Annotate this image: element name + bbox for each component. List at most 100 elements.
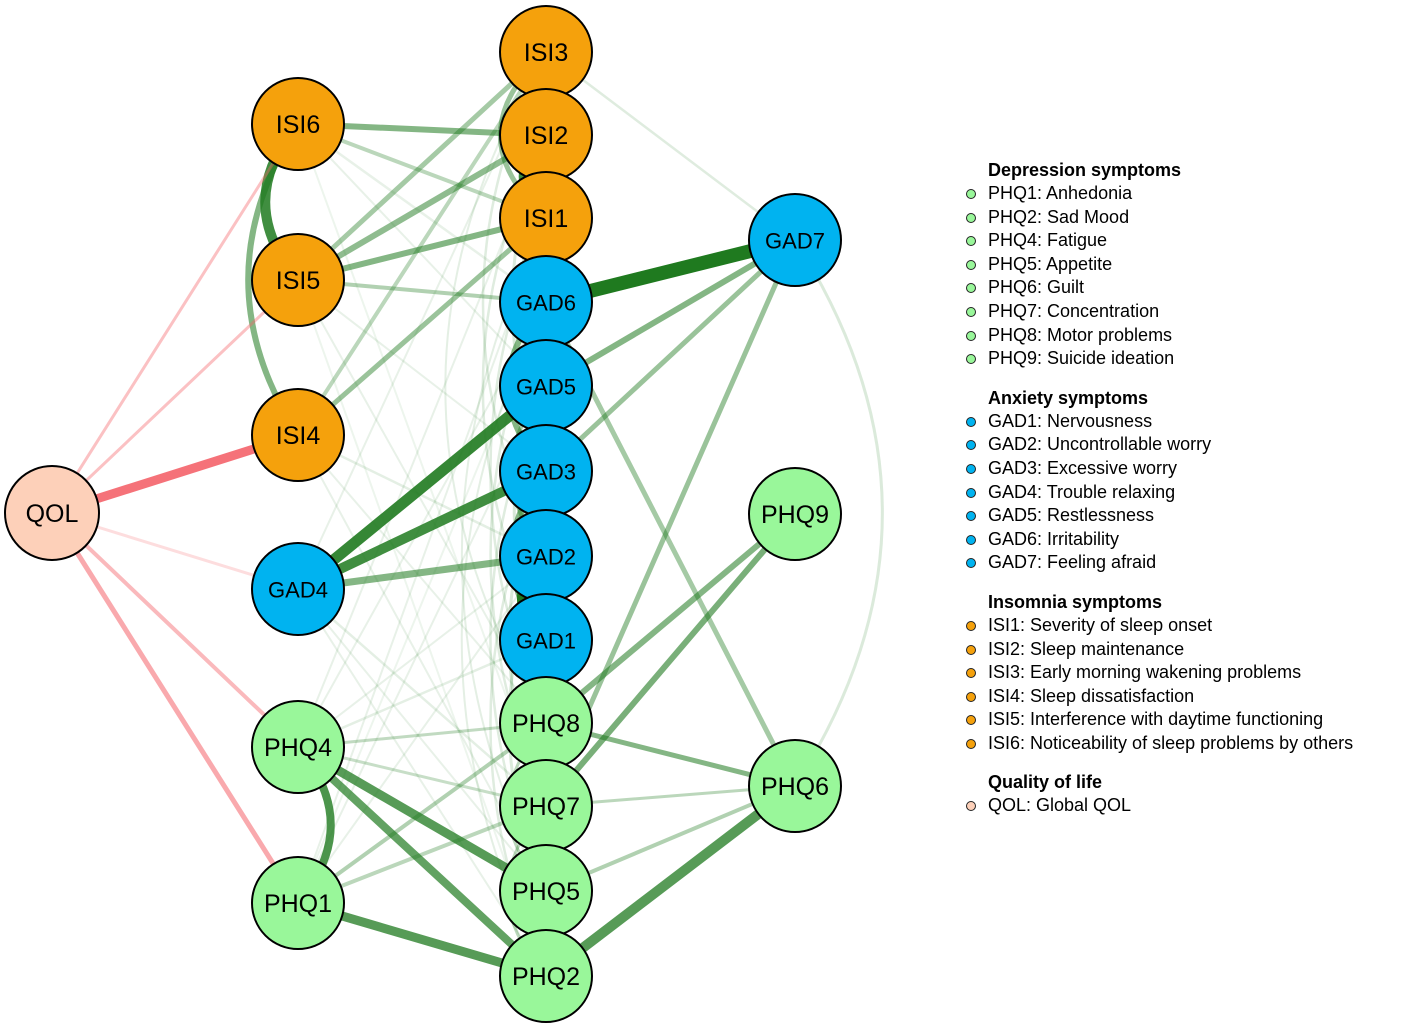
- legend-item: PHQ2: Sad Mood: [964, 206, 1404, 230]
- legend-dot-icon: [966, 487, 976, 498]
- node-phq5: PHQ5: [499, 844, 593, 938]
- legend-item: ISI2: Sleep maintenance: [964, 638, 1404, 662]
- node-phq2: PHQ2: [499, 929, 593, 1023]
- legend-item: QOL: Global QOL: [964, 794, 1404, 818]
- legend-item: PHQ5: Appetite: [964, 253, 1404, 277]
- legend-item: GAD2: Uncontrollable worry: [964, 433, 1404, 457]
- legend-group-insomnia: Insomnia symptoms ISI1: Severity of slee…: [964, 590, 1404, 756]
- node-label: GAD3: [516, 460, 576, 485]
- edge-isi3-gad7: [544, 50, 797, 242]
- node-label: QOL: [26, 500, 79, 528]
- node-label: ISI6: [276, 111, 320, 139]
- node-phq6: PHQ6: [748, 739, 842, 833]
- legend-dot-icon: [966, 189, 976, 199]
- legend-item: GAD1: Nervousness: [964, 410, 1404, 434]
- node-phq7: PHQ7: [499, 759, 593, 853]
- legend-dot-icon: [966, 691, 976, 702]
- node-isi5: ISI5: [251, 233, 345, 327]
- legend-title: Anxiety symptoms: [988, 387, 1149, 408]
- node-circle: [251, 542, 345, 636]
- edge-isi5-isi3: [295, 49, 549, 283]
- legend-label: GAD7: Feeling afraid: [988, 552, 1157, 573]
- node-label: PHQ4: [264, 734, 332, 762]
- node-qol: QOL: [4, 465, 100, 561]
- node-circle: [748, 193, 842, 287]
- node-isi1: ISI1: [499, 171, 593, 265]
- edge-phq9-phq7: [543, 511, 798, 809]
- node-isi6: ISI6: [251, 77, 345, 171]
- edge-qol-isi5: [50, 278, 300, 515]
- legend-dot-icon: [966, 644, 976, 655]
- legend-dot-icon: [966, 715, 976, 726]
- legend-label: GAD2: Uncontrollable worry: [988, 434, 1212, 455]
- node-label: ISI4: [276, 422, 321, 450]
- node-label: PHQ8: [512, 710, 580, 738]
- legend-item: PHQ7: Concentration: [964, 300, 1404, 324]
- legend-dot-icon: [966, 259, 976, 270]
- legend-label: QOL: Global QOL: [988, 795, 1132, 816]
- legend-item: GAD4: Trouble relaxing: [964, 481, 1404, 505]
- node-label: PHQ6: [761, 773, 829, 801]
- node-circle: [251, 388, 345, 482]
- node-label: PHQ1: [264, 890, 332, 918]
- legend-dot-icon: [966, 801, 976, 812]
- legend-item: PHQ6: Guilt: [964, 276, 1404, 300]
- legend-label: PHQ4: Fatigue: [988, 230, 1108, 251]
- legend-dot-icon: [966, 416, 976, 427]
- edge-gad4-phq7: [296, 587, 548, 808]
- node-label: GAD7: [765, 229, 825, 254]
- legend-item: GAD6: Irritability: [964, 528, 1404, 552]
- node-circle: [251, 77, 345, 171]
- legend-item: GAD3: Excessive worry: [964, 457, 1404, 481]
- edge-qol-phq1: [49, 510, 301, 906]
- edge-isi6-phq7: [297, 123, 547, 807]
- legend-group-qol: Quality of life QOL: Global QOL: [964, 770, 1404, 818]
- legend-dot-icon: [966, 668, 976, 679]
- legend-label: PHQ2: Sad Mood: [988, 206, 1130, 227]
- edge-phq1-gad2: [297, 555, 547, 904]
- node-circle: [499, 929, 593, 1023]
- legend-label: PHQ1: Anhedonia: [988, 183, 1133, 203]
- legend-label: ISI1: Severity of sleep onset: [988, 614, 1213, 635]
- edge-isi4-isi1: [295, 215, 549, 438]
- legend-item: ISI4: Sleep dissatisfaction: [964, 685, 1404, 709]
- node-label: GAD4: [268, 578, 328, 603]
- legend-item: ISI6: Noticeability of sleep problems by…: [964, 732, 1404, 756]
- legend-label: GAD6: Irritability: [988, 528, 1120, 549]
- edge-gad4-phq5: [297, 588, 547, 892]
- legend-label: GAD3: Excessive worry: [988, 457, 1178, 478]
- legend-label: ISI5: Interference with daytime function…: [988, 709, 1324, 730]
- edge-isi5-isi2: [295, 132, 549, 283]
- node-label: ISI5: [276, 267, 320, 295]
- edge-isi3-phq8: [444, 51, 547, 724]
- legend-dot-icon: [966, 354, 976, 365]
- node-gad4: GAD4: [251, 542, 345, 636]
- node-circle: [251, 233, 345, 327]
- legend-label: PHQ6: Guilt: [988, 277, 1085, 298]
- node-label: GAD2: [516, 545, 576, 570]
- node-label: PHQ9: [761, 501, 829, 529]
- legend-title: Insomnia symptoms: [988, 591, 1163, 612]
- legend-item: PHQ8: Motor problems: [964, 324, 1404, 348]
- node-phq4: PHQ4: [251, 700, 345, 794]
- node-gad5: GAD5: [499, 339, 593, 433]
- legend-dot-icon: [966, 330, 976, 341]
- legend-dot-icon: [966, 283, 976, 294]
- legend-dot-icon: [966, 212, 976, 223]
- legend-item: GAD5: Restlessness: [964, 504, 1404, 528]
- legend-item: GAD7: Feeling afraid: [964, 551, 1404, 575]
- node-gad2: GAD2: [499, 509, 593, 603]
- node-label: ISI2: [524, 122, 568, 150]
- node-label: PHQ2: [512, 963, 580, 991]
- node-gad6: GAD6: [499, 255, 593, 349]
- legend-title: Depression symptoms: [988, 160, 1182, 180]
- legend-item: ISI1: Severity of sleep onset: [964, 614, 1404, 638]
- legend-label: PHQ5: Appetite: [988, 253, 1113, 274]
- edge-isi6-gad6: [296, 122, 548, 304]
- node-circle: [748, 739, 842, 833]
- legend-item: ISI3: Early morning wakening problems: [964, 661, 1404, 685]
- legend-dot-icon: [966, 306, 976, 317]
- legend-dot-icon: [966, 463, 976, 474]
- legend-item: ISI5: Interference with daytime function…: [964, 708, 1404, 732]
- edge-isi6-gad5: [297, 123, 547, 387]
